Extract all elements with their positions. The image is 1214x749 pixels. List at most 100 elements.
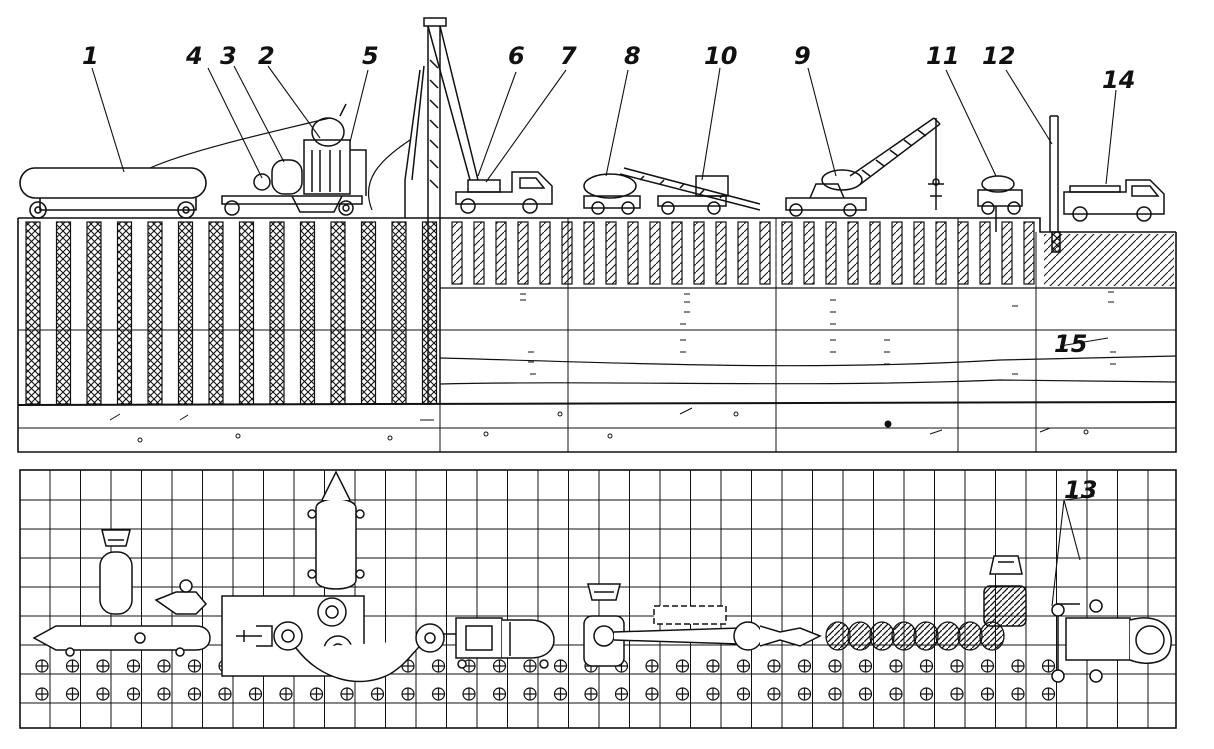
short-pile bbox=[1023, 221, 1035, 285]
auger-coil bbox=[891, 621, 917, 651]
pile-marker-cross bbox=[737, 688, 750, 700]
truck-8-conveyor-10 bbox=[583, 167, 761, 215]
plan-drill-rig bbox=[983, 555, 1172, 683]
machine-11 bbox=[977, 175, 1023, 232]
callout-labels: 1 4 3 2 5 6 7 8 10 9 11 12 14 15 13 bbox=[82, 42, 1135, 504]
auger-coil bbox=[825, 621, 851, 651]
pile bbox=[238, 221, 255, 405]
pile-marker-cross bbox=[1012, 660, 1024, 672]
pile-driver-tower bbox=[367, 17, 479, 404]
plan-conveyor bbox=[583, 583, 822, 667]
pile-marker-cross bbox=[859, 660, 872, 672]
callout-8: 8 bbox=[624, 42, 641, 70]
short-pile bbox=[891, 221, 903, 285]
pile-marker-cross bbox=[1042, 660, 1055, 672]
pile-marker-cross bbox=[890, 688, 902, 700]
mixing-unit bbox=[221, 103, 367, 216]
callout-2: 2 bbox=[258, 42, 275, 70]
pile bbox=[269, 221, 285, 405]
short-pile bbox=[979, 221, 991, 285]
pile-marker-cross bbox=[676, 660, 689, 672]
callout-12: 12 bbox=[982, 42, 1015, 70]
pile-marker-cross bbox=[158, 688, 170, 700]
crane-9 bbox=[785, 117, 944, 217]
short-pile bbox=[561, 221, 573, 285]
callout-4: 4 bbox=[185, 42, 203, 70]
pile-marker-cross bbox=[798, 688, 811, 700]
pile-marker-cross bbox=[432, 688, 445, 700]
auger-coil bbox=[957, 621, 983, 651]
short-pile bbox=[913, 221, 925, 285]
callout-9: 9 bbox=[794, 42, 811, 70]
pile-marker-cross bbox=[127, 660, 140, 672]
pile-marker-cross bbox=[1042, 688, 1055, 700]
short-pile bbox=[825, 221, 837, 285]
pile-marker-cross bbox=[66, 688, 79, 700]
pile-marker-cross bbox=[737, 660, 750, 672]
pile-marker-cross bbox=[768, 688, 780, 700]
auger-coil bbox=[913, 621, 939, 651]
short-pile bbox=[539, 221, 551, 285]
plan-leader-13 bbox=[1051, 495, 1095, 607]
short-pile bbox=[847, 221, 859, 285]
pile-marker-cross bbox=[859, 688, 872, 700]
callout-14: 14 bbox=[1102, 66, 1135, 94]
pile bbox=[360, 221, 377, 405]
pile bbox=[299, 221, 316, 405]
auger-coil bbox=[869, 621, 895, 651]
pile bbox=[147, 221, 163, 405]
pile-marker-cross bbox=[127, 688, 140, 700]
pile-marker-cross bbox=[585, 688, 597, 700]
pile-marker-cross bbox=[249, 688, 262, 700]
short-pile bbox=[583, 221, 595, 285]
short-pile bbox=[957, 221, 969, 285]
pile-marker-cross bbox=[310, 688, 323, 700]
short-pile bbox=[495, 221, 507, 285]
pile-marker-cross bbox=[97, 688, 109, 700]
pile-marker-cross bbox=[646, 660, 658, 672]
short-pile bbox=[715, 221, 727, 285]
pile-marker-cross bbox=[36, 660, 48, 672]
pile-marker-cross bbox=[951, 660, 963, 672]
tank-trailer bbox=[19, 117, 331, 219]
pile-marker-cross bbox=[493, 688, 506, 700]
pile-marker-cross bbox=[554, 660, 567, 672]
pile-marker-cross bbox=[981, 688, 994, 700]
pile-marker-cross bbox=[920, 660, 933, 672]
callout-11: 11 bbox=[926, 42, 959, 70]
compacted-soil-zone bbox=[1044, 234, 1174, 286]
pile-marker-cross bbox=[371, 688, 384, 700]
pile-marker-cross bbox=[219, 688, 231, 700]
pile bbox=[55, 221, 72, 405]
pile-marker-cross bbox=[158, 660, 170, 672]
truck-6-7 bbox=[455, 171, 553, 214]
short-pile bbox=[1001, 221, 1013, 285]
short-pile bbox=[517, 221, 529, 285]
short-pile bbox=[649, 221, 661, 285]
pile-marker-cross bbox=[341, 688, 353, 700]
callout-10: 10 bbox=[704, 42, 737, 70]
pile-marker-cross bbox=[707, 688, 719, 700]
short-pile bbox=[451, 221, 463, 285]
plan-truck bbox=[415, 617, 555, 669]
pile-marker-cross bbox=[493, 660, 506, 672]
plan-helix-auger bbox=[825, 621, 1005, 651]
soil-texture bbox=[109, 291, 1116, 443]
pile bbox=[208, 221, 224, 405]
auger-coil bbox=[847, 621, 873, 651]
short-pile bbox=[473, 221, 485, 285]
plan-tank-trailer bbox=[32, 529, 211, 657]
pile-marker-cross bbox=[188, 688, 201, 700]
pile bbox=[421, 221, 438, 405]
soil-layer-3 bbox=[439, 355, 1177, 367]
pile-marker-cross bbox=[829, 660, 841, 672]
pile-marker-cross bbox=[1012, 688, 1024, 700]
pile-marker-cross bbox=[646, 688, 658, 700]
pile-marker-cross bbox=[920, 688, 933, 700]
callout-15: 15 bbox=[1054, 330, 1087, 358]
auger-coil bbox=[935, 621, 961, 651]
pile-marker-cross bbox=[402, 688, 414, 700]
pile-marker-cross bbox=[981, 660, 994, 672]
plan-mixer bbox=[221, 470, 429, 683]
